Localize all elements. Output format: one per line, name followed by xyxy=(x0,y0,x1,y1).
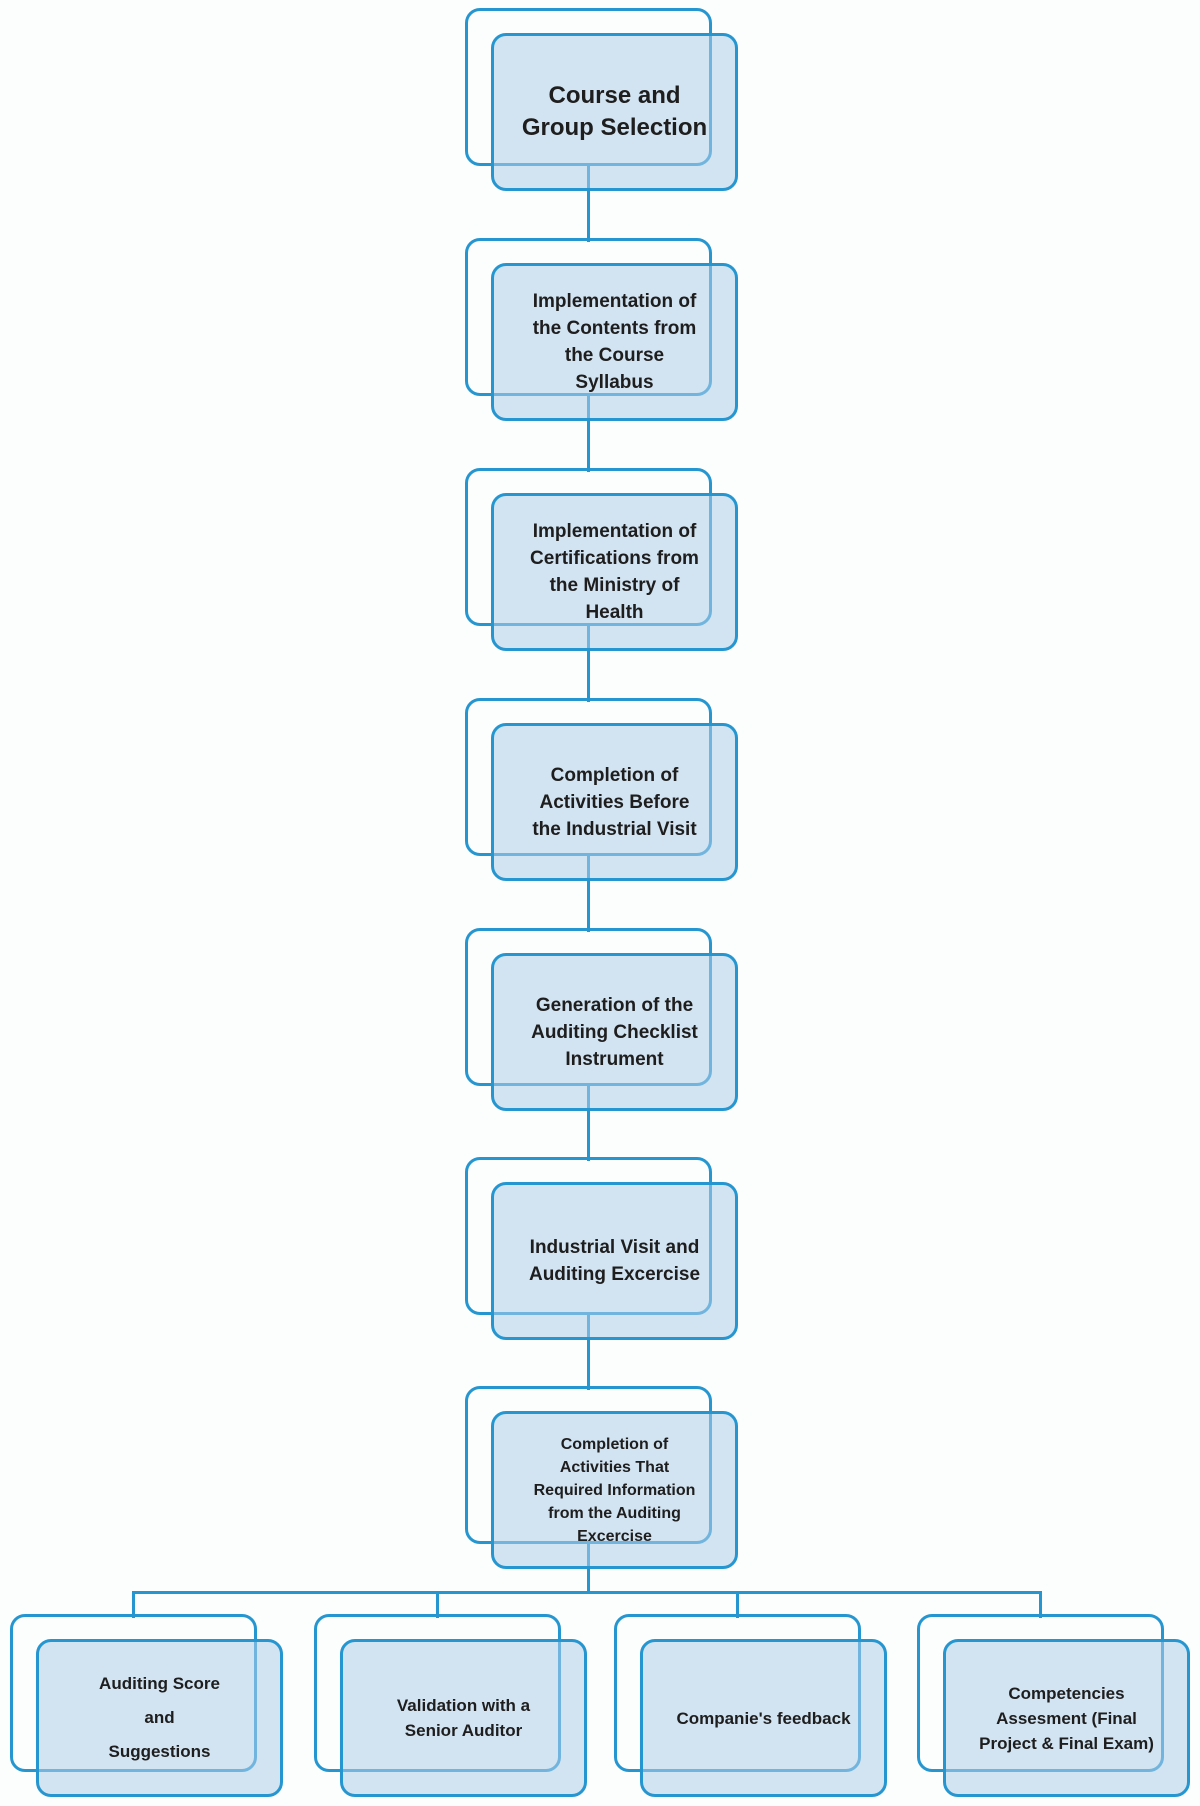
node-box: Companie's feedback xyxy=(640,1639,887,1797)
node-label: Auditing Score and Suggestions xyxy=(99,1674,220,1761)
connector-branch-drop-1 xyxy=(132,1591,135,1618)
node-label: Companie's feedback xyxy=(676,1708,851,1728)
node-label: Implementation of Certifications from th… xyxy=(530,521,699,623)
node-box: Competencies Assesment (Final Project & … xyxy=(943,1639,1190,1797)
node-box: Generation of the Auditing Checklist Ins… xyxy=(491,953,738,1111)
connector-vertical-3 xyxy=(587,624,590,702)
connector-branch-drop-3 xyxy=(736,1591,739,1618)
node-label: Completion of Activities That Required I… xyxy=(533,1435,696,1545)
connector-vertical-4 xyxy=(587,854,590,932)
node-label: Course and Group Selection xyxy=(521,82,708,141)
node-box: Auditing Score and Suggestions xyxy=(36,1639,283,1797)
node-box: Implementation of the Contents from the … xyxy=(491,263,738,421)
node-box: Implementation of Certifications from th… xyxy=(491,493,738,651)
connector-vertical-2 xyxy=(587,394,590,472)
node-box: Industrial Visit and Auditing Excercise xyxy=(491,1182,738,1340)
node-box: Completion of Activities That Required I… xyxy=(491,1411,738,1569)
connector-branch-bar xyxy=(132,1591,1042,1594)
connector-branch-drop-2 xyxy=(436,1591,439,1618)
node-box: Completion of Activities Before the Indu… xyxy=(491,723,738,881)
connector-vertical-1 xyxy=(587,164,590,242)
node-label: Completion of Activities Before the Indu… xyxy=(532,764,697,840)
node-label: Competencies Assesment (Final Project & … xyxy=(979,1683,1154,1753)
node-label: Generation of the Auditing Checklist Ins… xyxy=(531,994,698,1070)
connector-vertical-5 xyxy=(587,1084,590,1161)
node-box: Course and Group Selection xyxy=(491,33,738,191)
node-label: Industrial Visit and Auditing Excercise xyxy=(528,1237,701,1285)
connector-branch-drop-4 xyxy=(1039,1591,1042,1618)
node-label: Implementation of the Contents from the … xyxy=(532,291,697,393)
connector-vertical-6 xyxy=(587,1313,590,1390)
node-box: Validation with a Senior Auditor xyxy=(340,1639,587,1797)
node-label: Validation with a Senior Auditor xyxy=(396,1696,531,1740)
